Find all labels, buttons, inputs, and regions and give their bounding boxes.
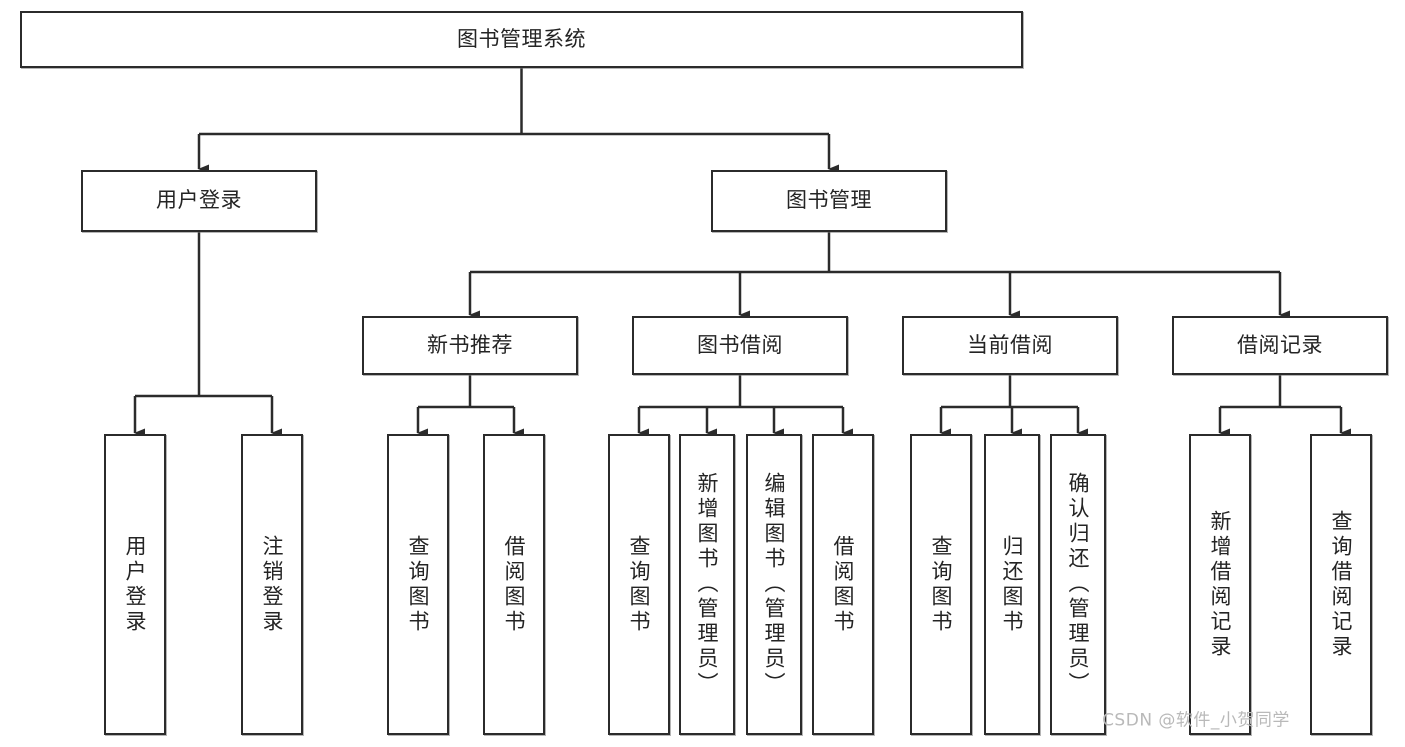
node-leaf-4[interactable]: 借阅图书 — [483, 434, 545, 735]
node-leaf-13[interactable]: 查询借阅记录 — [1310, 434, 1372, 735]
node-label: 确认归还（管理员） — [1066, 472, 1091, 697]
node-label: 用户登录 — [123, 534, 148, 635]
node-leaf-12[interactable]: 新增借阅记录 — [1189, 434, 1251, 735]
node-label: 当前借阅 — [967, 332, 1053, 357]
node-label: 查询图书 — [929, 534, 954, 635]
node-leaf-8[interactable]: 借阅图书 — [812, 434, 874, 735]
node-label: 用户登录 — [156, 188, 242, 213]
node-label: 查询借阅记录 — [1329, 509, 1354, 660]
node-label: 图书管理 — [786, 188, 872, 213]
node-label: 借阅记录 — [1237, 332, 1323, 357]
node-leaf-6[interactable]: 新增图书（管理员） — [679, 434, 735, 735]
node-leaf-1[interactable]: 用户登录 — [104, 434, 166, 735]
node-label: 新增借阅记录 — [1208, 509, 1233, 660]
node-leaf-3[interactable]: 查询图书 — [387, 434, 449, 735]
node-label: 查询图书 — [627, 534, 652, 635]
node-leaf-10[interactable]: 归还图书 — [984, 434, 1040, 735]
node-label: 查询图书 — [406, 534, 431, 635]
node-newbook[interactable]: 新书推荐 — [362, 316, 578, 375]
node-leaf-2[interactable]: 注销登录 — [241, 434, 303, 735]
node-label: 图书借阅 — [697, 332, 783, 357]
node-bookmgmt[interactable]: 图书管理 — [711, 170, 947, 232]
node-label: 借阅图书 — [831, 534, 856, 635]
node-leaf-7[interactable]: 编辑图书（管理员） — [746, 434, 802, 735]
node-leaf-5[interactable]: 查询图书 — [608, 434, 670, 735]
node-current[interactable]: 当前借阅 — [902, 316, 1118, 375]
node-label: 新增图书（管理员） — [695, 472, 720, 697]
node-label: 编辑图书（管理员） — [762, 472, 787, 697]
node-borrow[interactable]: 图书借阅 — [632, 316, 848, 375]
node-label: 新书推荐 — [427, 332, 513, 357]
node-leaf-9[interactable]: 查询图书 — [910, 434, 972, 735]
node-leaf-11[interactable]: 确认归还（管理员） — [1050, 434, 1106, 735]
watermark-csdn: CSDN @软件_小贺同学 — [1102, 710, 1290, 731]
node-label: 归还图书 — [1000, 534, 1025, 635]
edge-group — [133, 68, 1351, 438]
node-record[interactable]: 借阅记录 — [1172, 316, 1388, 375]
node-label: 图书管理系统 — [457, 26, 586, 51]
node-root[interactable]: 图书管理系统 — [20, 11, 1023, 68]
node-login[interactable]: 用户登录 — [81, 170, 317, 232]
node-label: 借阅图书 — [502, 534, 527, 635]
node-label: 注销登录 — [260, 534, 285, 635]
